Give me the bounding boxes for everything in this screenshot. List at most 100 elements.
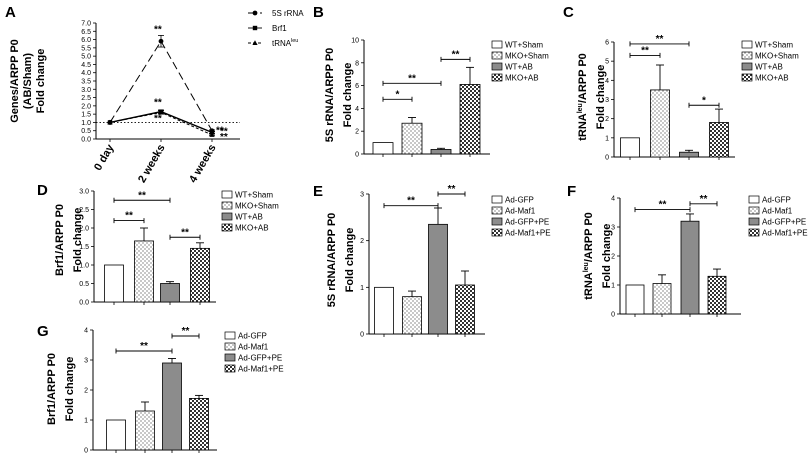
- bar-e: [402, 296, 422, 335]
- legend-label-g: Ad-GFP+PE: [238, 354, 282, 363]
- legend-label-b: MKO+AB: [505, 74, 539, 83]
- y-tick-label-b: 2: [355, 129, 359, 136]
- y-axis-label-e: 5S rRNA/ARPP P0: [326, 213, 338, 308]
- y-tick-label-c: 3: [605, 97, 609, 104]
- y-tick-label-a: 5.5: [81, 45, 91, 52]
- bar-c: [709, 122, 729, 158]
- y-tick-label-f: 4: [611, 196, 615, 203]
- legend-label-a: Brf1: [272, 24, 287, 33]
- legend-swatch-c: [741, 73, 753, 82]
- legend-label-e: Ad-GFP+PE: [505, 218, 549, 227]
- legend-label-a: tRNA: [272, 39, 292, 48]
- bar-c: [679, 151, 699, 158]
- bar-e: [374, 286, 394, 335]
- significance-star-a: **: [216, 126, 224, 137]
- legend-label-f: Ad-GFP+PE: [762, 218, 806, 227]
- legend-label-c: MKO+AB: [755, 74, 789, 83]
- legend-swatch-f: [748, 217, 760, 226]
- bar-c: [650, 89, 670, 158]
- significance-star-e: **: [407, 196, 415, 207]
- y-axis-label-b: 5S rRNA/ARPP P0: [324, 48, 336, 143]
- bar-d: [190, 247, 210, 303]
- y-axis-label-a: Fold change: [35, 49, 47, 114]
- bar-g: [106, 419, 126, 451]
- y-tick-label-g: 2: [84, 388, 88, 395]
- legend-swatch-d: [221, 201, 233, 210]
- panel-label-d: D: [37, 182, 48, 199]
- legend-swatch-e: [491, 206, 503, 215]
- y-tick-label-a: 2.0: [81, 103, 91, 110]
- legend-swatch-e: [491, 228, 503, 237]
- y-tick-label-e: 0: [360, 332, 364, 339]
- bar-e: [455, 284, 475, 335]
- legend-label-d: MKO+AB: [235, 224, 269, 233]
- y-tick-label-a: 0.5: [81, 128, 91, 135]
- y-tick-label-c: 2: [605, 116, 609, 123]
- legend-label-e: Ad-Maf1: [505, 207, 536, 216]
- panel-label-c: C: [563, 4, 574, 21]
- panel-label-a: A: [5, 4, 16, 21]
- legend-swatch-e: [491, 195, 503, 204]
- y-tick-label-e: 1: [360, 285, 364, 292]
- bar-g: [189, 397, 209, 451]
- y-tick-label-a: 4.0: [81, 70, 91, 77]
- y-tick-label-c: 4: [605, 78, 609, 85]
- y-tick-label-a: 3.0: [81, 87, 91, 94]
- bar-d: [134, 240, 154, 303]
- significance-star-a: **: [154, 98, 162, 109]
- y-tick-label-d: 1.5: [79, 244, 89, 251]
- y-tick-label-a: 6.5: [81, 29, 91, 36]
- legend-label-sup-a: leu: [291, 38, 298, 44]
- significance-star-f: **: [659, 200, 667, 211]
- x-tick-label-a: 4 weeks: [187, 143, 218, 186]
- significance-star-a: **: [154, 113, 162, 124]
- data-point-a: [209, 132, 215, 137]
- x-tick-label-a: 2 weeks: [136, 143, 167, 186]
- significance-star-b: **: [408, 73, 416, 84]
- significance-star-d: **: [138, 190, 146, 201]
- legend-swatch-c: [741, 40, 753, 49]
- y-tick-label-c: 5: [605, 59, 609, 66]
- y-axis-label-f: Fold change: [601, 224, 613, 289]
- panel-label-b: B: [313, 4, 324, 21]
- y-tick-label-a: 5.0: [81, 54, 91, 61]
- y-tick-label-g: 3: [84, 358, 88, 365]
- y-tick-label-e: 3: [360, 192, 364, 199]
- significance-star-a: **: [154, 24, 162, 35]
- legend-marker-a: [252, 10, 258, 16]
- y-axis-label-e: Fold change: [344, 228, 356, 293]
- y-tick-label-c: 0: [605, 155, 609, 162]
- bar-b: [401, 122, 423, 155]
- panel-label-e: E: [313, 183, 323, 200]
- legend-swatch-e: [491, 217, 503, 226]
- y-axis-label-a: Genes/ARPP P0: [9, 39, 21, 123]
- significance-star-f: **: [700, 194, 708, 205]
- legend-marker-a: [252, 40, 258, 45]
- y-axis-label-c: tRNAleu/ARPP P0: [577, 53, 589, 141]
- legend-label-f: Ad-GFP: [762, 196, 791, 205]
- legend-label-c: MKO+Sham: [755, 52, 799, 61]
- significance-star-d: **: [125, 211, 133, 222]
- y-axis-label-f: tRNAleu/ARPP P0: [583, 212, 595, 300]
- y-tick-label-f: 3: [611, 225, 615, 232]
- y-tick-label-d: 0.5: [79, 281, 89, 288]
- legend-swatch-g: [224, 342, 236, 351]
- legend-marker-a: [252, 25, 258, 31]
- y-tick-label-a: 4.5: [81, 62, 91, 69]
- bar-d: [160, 283, 180, 303]
- bar-f: [652, 283, 672, 315]
- legend-swatch-c: [741, 62, 753, 71]
- significance-star-a: **: [220, 126, 228, 137]
- legend-swatch-g: [224, 331, 236, 340]
- legend-label-e: Ad-GFP: [505, 196, 534, 205]
- y-tick-label-d: 2.5: [79, 207, 89, 214]
- panel-label-f: F: [567, 183, 576, 200]
- y-axis-label-g: Fold change: [64, 357, 76, 422]
- y-axis-label-d: Brf1/ARPP P0: [54, 204, 66, 276]
- y-axis-label-g: Brf1/ARPP P0: [46, 353, 58, 425]
- legend-swatch-d: [221, 190, 233, 199]
- significance-star-e: **: [448, 184, 456, 195]
